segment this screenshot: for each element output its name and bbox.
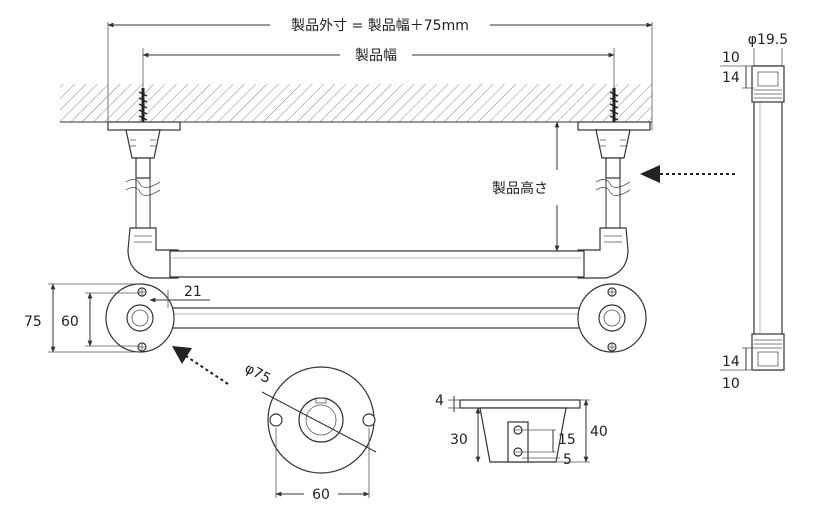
outer-width-dimension: 製品外寸 = 製品幅＋75mm [107, 18, 653, 130]
horizontal-pipes [167, 250, 589, 329]
offset-21-label: 21 [184, 284, 202, 300]
side-40-label: 40 [590, 424, 608, 440]
top-14-label: 14 [722, 70, 740, 86]
pipe-dia-label: φ19.5 [748, 32, 788, 48]
side-bracket-detail: 4 30 15 5 40 [435, 393, 608, 468]
pipe-detail: φ19.5 10 14 14 10 [720, 32, 788, 392]
right-flange [577, 283, 647, 353]
left-bracket [107, 88, 181, 279]
bottom-10-label: 10 [722, 376, 740, 392]
side-4-label: 4 [435, 393, 444, 409]
pointer-arrows [172, 165, 735, 385]
width-label: 製品幅 [355, 48, 397, 64]
flange-60-label: 60 [312, 487, 330, 503]
right-bracket [577, 88, 651, 279]
height-label: 製品高さ [492, 180, 548, 197]
side-15-label: 15 [558, 432, 576, 448]
left-flange [105, 283, 175, 353]
outer-width-label: 製品外寸 = 製品幅＋75mm [291, 18, 469, 34]
side-30-label: 30 [450, 432, 468, 448]
base-60-label: 60 [61, 314, 79, 330]
bottom-14-label: 14 [722, 354, 740, 370]
base-height-dimensions: 75 60 [24, 283, 140, 353]
flange-dia-label: φ75 [242, 360, 273, 387]
offset-dimension: 21 [149, 284, 210, 308]
side-5-label: 5 [563, 452, 572, 468]
ceiling [60, 84, 652, 123]
top-10-label: 10 [722, 50, 740, 66]
flange-detail: φ75 60 [242, 360, 377, 503]
height-dimension: 製品高さ [492, 121, 560, 252]
base-75-label: 75 [24, 314, 42, 330]
width-dimension: 製品幅 [142, 48, 615, 95]
